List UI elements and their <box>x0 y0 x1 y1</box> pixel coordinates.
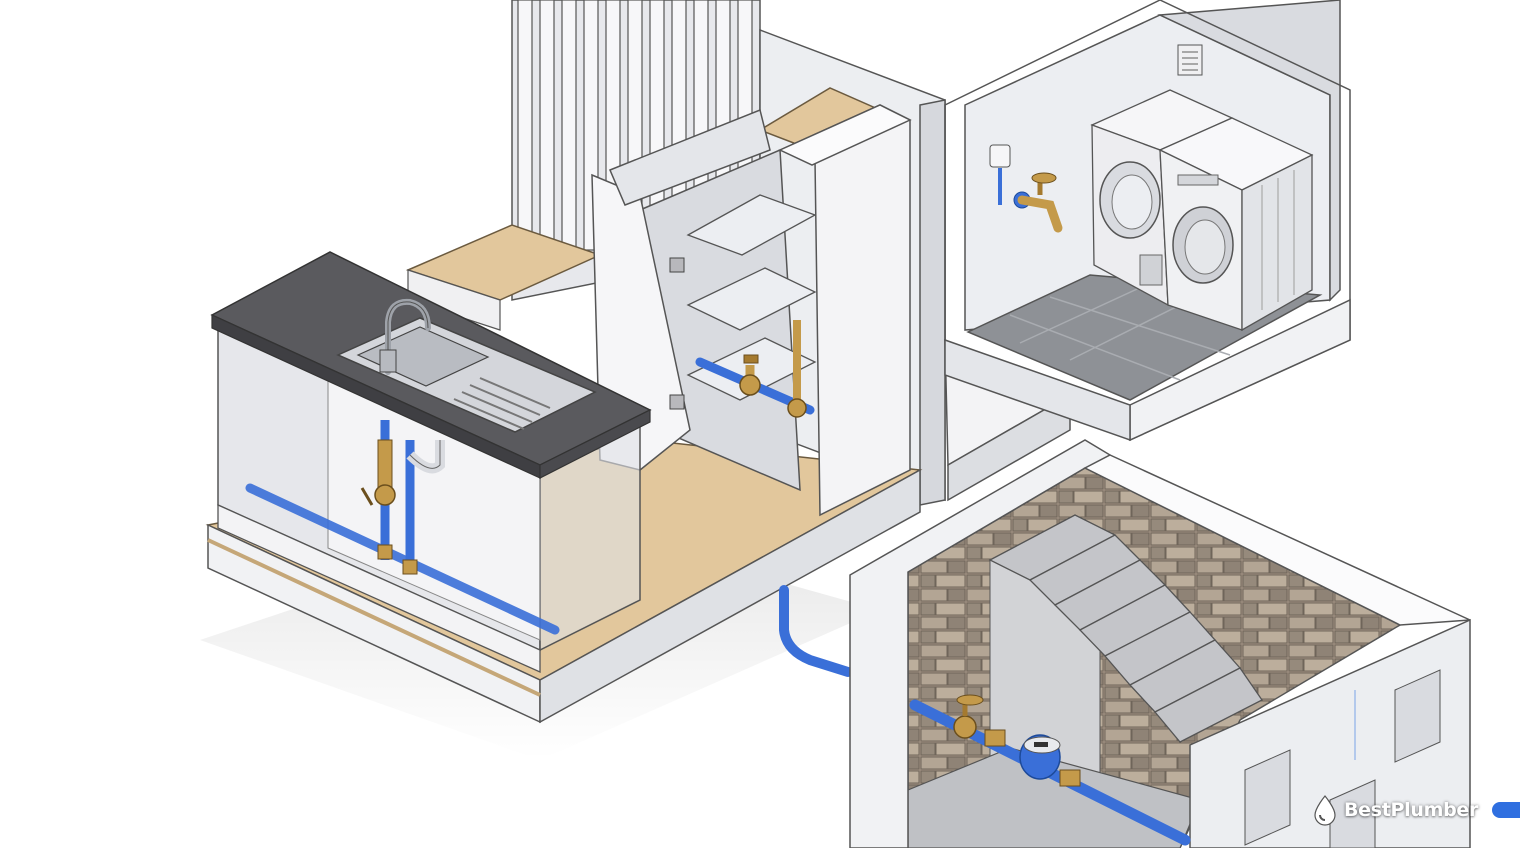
water-meter <box>1019 734 1061 780</box>
water-drop-icon <box>1314 795 1336 826</box>
cabinet-pipes <box>695 320 815 418</box>
sink <box>336 298 597 433</box>
supply-pipe <box>779 585 853 677</box>
kitchen-counter <box>210 251 652 674</box>
brand-name: BestPlumber <box>1344 799 1479 821</box>
meter-pit <box>849 439 1471 848</box>
dryer <box>1090 89 1234 307</box>
washing-machine <box>1158 117 1314 332</box>
tall-cabinet <box>591 104 912 517</box>
sink-pipes <box>245 420 560 635</box>
brand-watermark: BestPlumber <box>1312 794 1478 826</box>
brand-accent-pill <box>1492 802 1520 818</box>
